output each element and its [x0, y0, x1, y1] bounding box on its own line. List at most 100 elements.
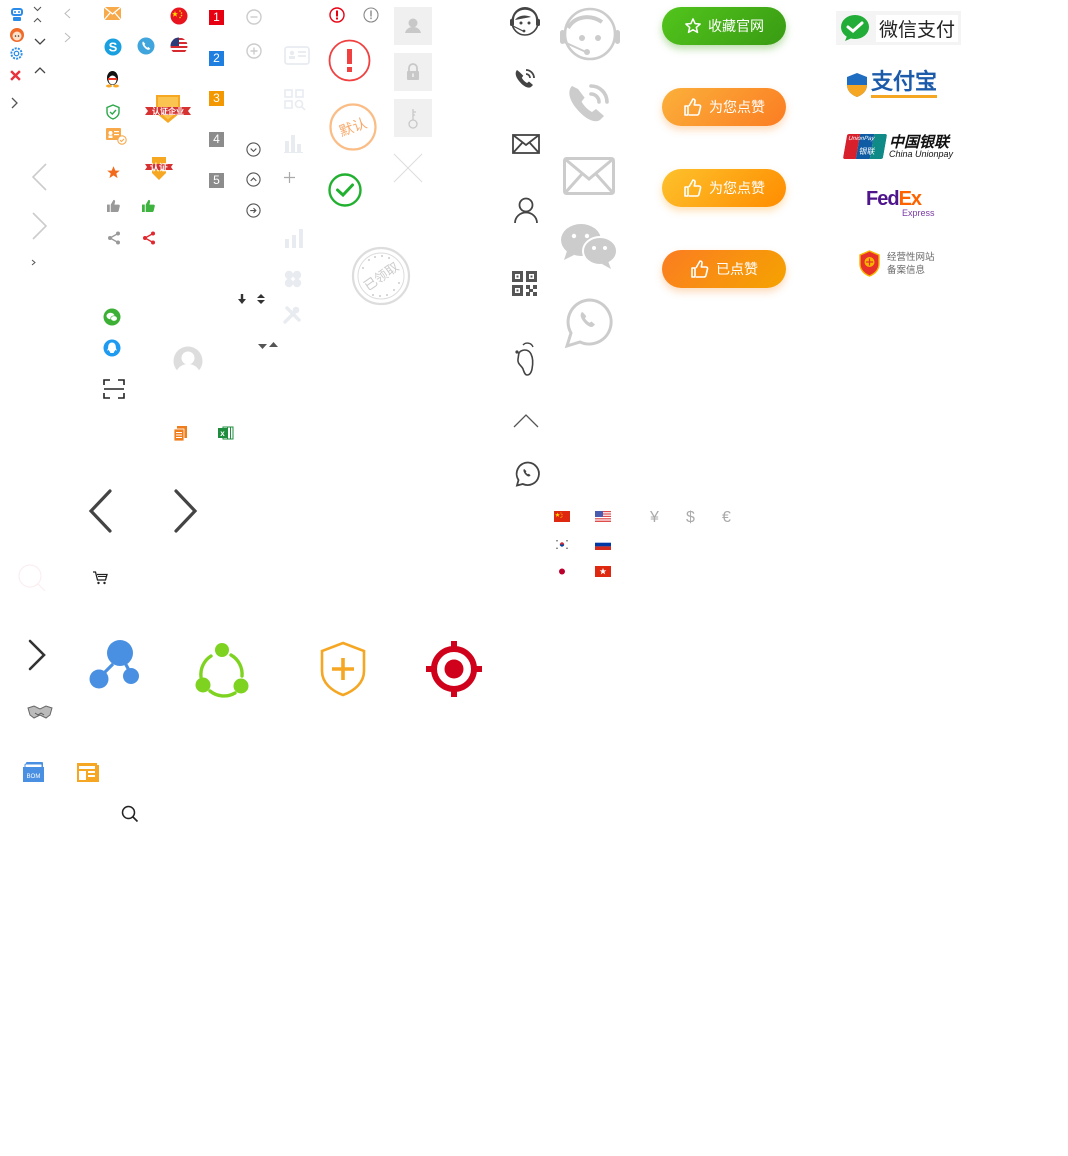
- number-badge-5: 5: [209, 173, 224, 188]
- qr-search-icon: [284, 89, 306, 111]
- icp-line-1: 经营性网站: [887, 251, 935, 263]
- whatsapp-light-icon[interactable]: [564, 298, 615, 349]
- phone-light-icon[interactable]: [563, 78, 615, 130]
- svg-text:x: x: [220, 429, 225, 438]
- caret-up-icon[interactable]: [269, 342, 278, 348]
- cart-icon[interactable]: [93, 571, 108, 585]
- carousel-next-icon[interactable]: [173, 488, 198, 534]
- svg-text:S: S: [109, 40, 118, 55]
- chevron-right-light-icon[interactable]: [64, 32, 71, 43]
- like-button-1-label: 为您点赞: [709, 100, 765, 116]
- skype-icon[interactable]: S: [104, 38, 122, 56]
- chevron-down-circle-icon[interactable]: [246, 142, 261, 157]
- star-icon[interactable]: [106, 165, 121, 180]
- unionpay-badge: UnionPay 银联: [842, 134, 888, 159]
- liked-button-label: 已点赞: [716, 262, 758, 278]
- username-field-icon: [394, 7, 432, 45]
- carousel-prev-light-icon[interactable]: [31, 163, 47, 191]
- like-button-2[interactable]: 为您点赞: [662, 169, 786, 207]
- unionpay-cn-text: 中国银联: [889, 132, 950, 151]
- scan-icon[interactable]: [103, 378, 125, 400]
- back-to-top-icon[interactable]: [513, 414, 539, 428]
- wechat-round-icon[interactable]: [103, 308, 121, 326]
- qr-code-icon[interactable]: [512, 271, 538, 297]
- flag-hong-kong-icon[interactable]: [595, 566, 611, 577]
- carousel-prev-icon[interactable]: [88, 488, 113, 534]
- mail-dark-icon[interactable]: [512, 134, 540, 154]
- footprint-icon[interactable]: [513, 342, 539, 376]
- chevron-left-light-icon[interactable]: [64, 8, 71, 19]
- customer-service-headset-icon[interactable]: [509, 7, 541, 37]
- qq-round-icon[interactable]: [103, 339, 121, 357]
- arrow-down-icon[interactable]: [238, 294, 246, 304]
- flag-china-icon[interactable]: [554, 511, 570, 522]
- unionpay-logo: UnionPay 银联 中国银联 China Unionpay: [842, 132, 954, 159]
- plus-icon[interactable]: [284, 172, 295, 183]
- document-orange-icon[interactable]: [173, 426, 188, 442]
- tiny-chevron-right-icon[interactable]: [31, 259, 36, 266]
- close-thin-icon[interactable]: [393, 153, 423, 183]
- excel-icon[interactable]: x: [218, 426, 234, 440]
- flag-china-round-icon[interactable]: [170, 7, 188, 25]
- wechat-pay-text: 微信支付: [876, 14, 959, 42]
- like-button-2-label: 为您点赞: [709, 181, 765, 197]
- share-gray-icon[interactable]: [107, 231, 121, 245]
- unionpay-en-text: China Unionpay: [889, 148, 954, 159]
- flag-korea-icon[interactable]: [554, 539, 570, 550]
- wechat-pay-logo: 微信支付: [836, 11, 961, 45]
- fedex-fed-text: Fed: [866, 188, 900, 210]
- search-faint-icon[interactable]: [17, 563, 47, 593]
- chevron-right-dark-icon[interactable]: [28, 639, 46, 671]
- chevron-up-icon[interactable]: [34, 66, 46, 74]
- share-red-icon[interactable]: [142, 231, 156, 245]
- customer-service-headset-light-icon[interactable]: [560, 6, 620, 61]
- chevron-up-small-icon[interactable]: [33, 17, 42, 23]
- qq-penguin-icon[interactable]: [104, 70, 121, 88]
- flag-russia-icon[interactable]: [595, 539, 611, 550]
- whatsapp-dark-icon[interactable]: [515, 461, 541, 487]
- like-button-1[interactable]: 为您点赞: [662, 88, 786, 126]
- phone-blue-icon[interactable]: [137, 37, 155, 55]
- robot-service-icon: [9, 6, 25, 22]
- alert-red-large-icon: [328, 39, 371, 82]
- business-card-icon: [284, 46, 310, 66]
- default-avatar-icon[interactable]: [173, 346, 203, 378]
- number-badge-1: 1: [209, 10, 224, 25]
- thumbs-up-gray-icon[interactable]: [107, 199, 120, 212]
- news-orange-icon: [76, 762, 99, 783]
- flag-japan-icon[interactable]: [554, 566, 570, 577]
- chevron-right-icon[interactable]: [11, 97, 19, 109]
- thumbs-up-green-icon[interactable]: [142, 199, 155, 212]
- carousel-next-light-icon[interactable]: [32, 212, 48, 240]
- phone-dark-icon[interactable]: [512, 66, 538, 92]
- share-cycle-green-icon: [195, 642, 250, 698]
- chevron-down-small-icon[interactable]: [33, 6, 42, 12]
- chevron-down-icon[interactable]: [34, 38, 46, 46]
- police-badge-icon: [859, 250, 880, 277]
- bookmark-site-button[interactable]: 收藏官网: [662, 7, 786, 45]
- shield-plus-orange-icon: [319, 641, 367, 697]
- currency-euro-icon[interactable]: €: [722, 509, 731, 526]
- search-icon[interactable]: [121, 805, 139, 823]
- user-dark-icon[interactable]: [513, 197, 539, 224]
- currency-dollar-icon[interactable]: $: [686, 509, 695, 526]
- flag-usa-icon[interactable]: [595, 511, 611, 522]
- sort-icon[interactable]: [257, 294, 265, 304]
- chevron-up-circle-icon[interactable]: [246, 172, 261, 187]
- mail-light-icon[interactable]: [563, 157, 615, 195]
- currency-yuan-icon[interactable]: ¥: [650, 509, 659, 526]
- fedex-ex-text: Ex: [898, 188, 922, 210]
- arrow-right-circle-icon[interactable]: [246, 203, 261, 218]
- thumbs-up-outline-icon: [690, 260, 710, 278]
- clover-icon: [284, 270, 302, 288]
- fedex-express-text: Express: [902, 208, 935, 218]
- caret-down-icon[interactable]: [258, 343, 267, 349]
- gear-icon[interactable]: [9, 46, 24, 61]
- flag-usa-round-icon[interactable]: [170, 37, 188, 55]
- minus-circle-icon[interactable]: [246, 9, 262, 25]
- close-icon[interactable]: [10, 70, 21, 81]
- wechat-light-icon[interactable]: [560, 223, 618, 271]
- mail-orange-icon[interactable]: [103, 6, 122, 21]
- liked-button[interactable]: 已点赞: [662, 250, 786, 288]
- plus-circle-icon[interactable]: [246, 43, 262, 59]
